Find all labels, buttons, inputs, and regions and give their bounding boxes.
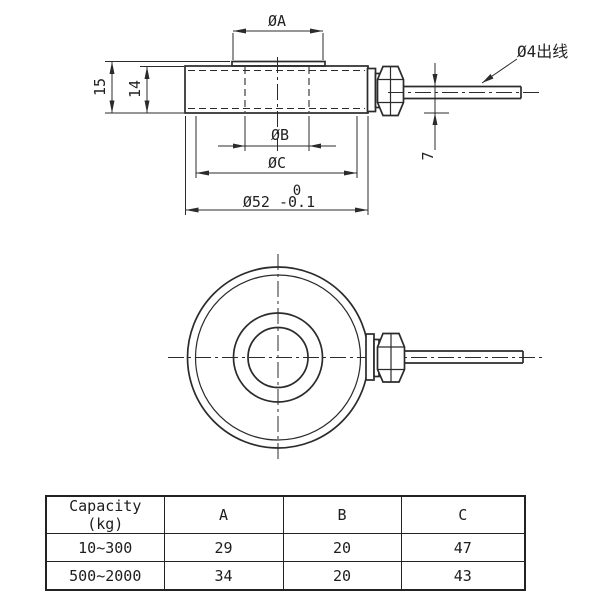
table-header-row: Capacity (kg) A B C xyxy=(45,495,526,534)
cable-leader-note: Ø4出线 xyxy=(481,42,568,84)
cell-a: 29 xyxy=(163,533,284,562)
dim-label-7: 7 xyxy=(419,151,437,160)
cell-b: 20 xyxy=(282,561,402,591)
header-b: B xyxy=(282,495,402,534)
table-row: 500~2000 34 20 43 xyxy=(45,561,526,591)
cable-gland-side xyxy=(366,65,405,117)
gland-washer-front xyxy=(365,333,375,381)
sensor-boss-side xyxy=(231,60,326,67)
dim-label-15: 15 xyxy=(91,78,109,96)
dimension-14: 14 xyxy=(126,66,184,113)
cable-note-label: Ø4出线 xyxy=(517,42,568,61)
cell-c: 43 xyxy=(400,561,526,591)
cell-b: 20 xyxy=(282,533,402,562)
dimension-dia-a: ØA xyxy=(232,12,324,60)
side-view xyxy=(184,57,541,151)
dim-label-dia-b: ØB xyxy=(271,126,289,144)
header-capacity: Capacity (kg) xyxy=(45,495,165,534)
cell-capacity: 10~300 xyxy=(45,533,165,562)
front-view xyxy=(168,254,544,461)
dimension-dia-b: ØB xyxy=(218,116,336,151)
dimension-15: 15 xyxy=(91,61,230,114)
gland-washer-side xyxy=(366,67,377,113)
table-row: 10~300 29 20 47 xyxy=(45,533,526,562)
dim-label-dia-a: ØA xyxy=(268,12,286,30)
cable-front xyxy=(404,350,524,364)
cable-gland-front xyxy=(365,332,406,383)
cell-capacity: 500~2000 xyxy=(45,561,165,591)
dimension-dia-52: 0 Ø52 -0.1 xyxy=(185,116,369,215)
dimension-dia-c: ØC xyxy=(195,116,358,178)
dim-label-dia-c: ØC xyxy=(268,154,286,172)
header-c: C xyxy=(400,495,526,534)
header-a: A xyxy=(163,495,284,534)
cell-c: 47 xyxy=(400,533,526,562)
cable-side xyxy=(388,85,541,100)
cell-a: 34 xyxy=(163,561,284,591)
dim-label-14: 14 xyxy=(126,80,144,98)
capacity-spec-table: Capacity (kg) A B C 10~300 29 20 47 500~… xyxy=(45,495,526,591)
dim-label-dia52-tolerance: 0 xyxy=(293,183,301,199)
dim-label-dia52: Ø52 -0.1 xyxy=(243,193,315,211)
sensor-body-side xyxy=(184,65,369,114)
dimension-7: 7 xyxy=(419,63,449,161)
